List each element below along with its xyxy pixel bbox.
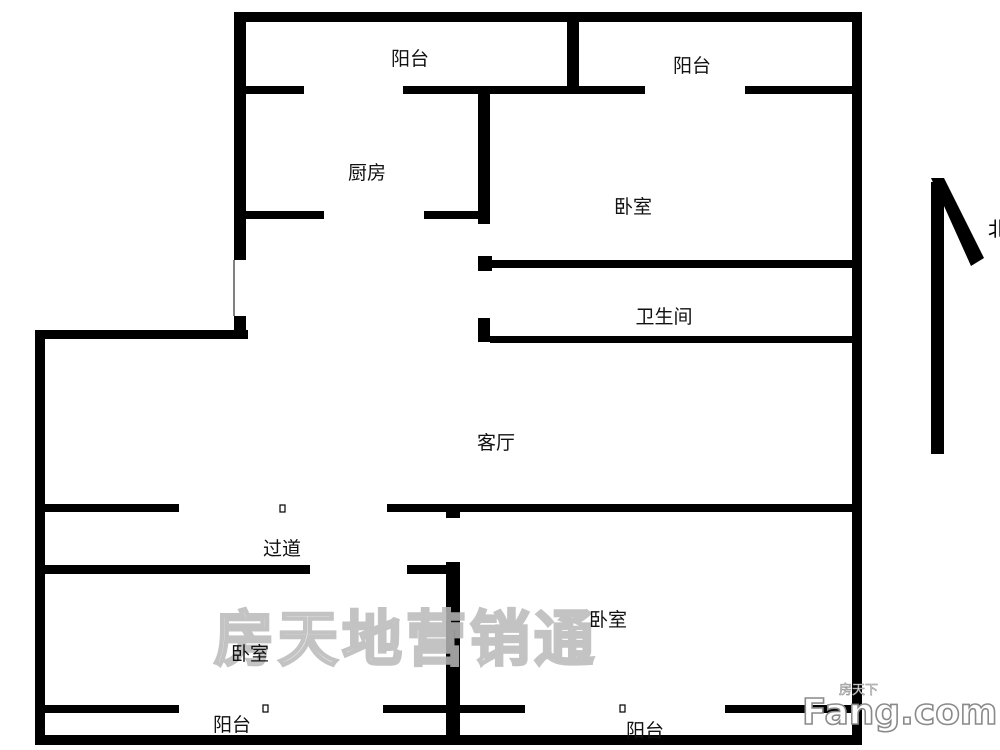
logo-sub: 房天下 [839,682,878,698]
walls [35,12,862,745]
label-balcony-bottom-right: 阳台 [626,720,664,742]
label-bedroom-top: 卧室 [614,196,652,218]
label-balcony-top-right: 阳台 [673,55,711,77]
label-kitchen: 厨房 [348,162,386,184]
label-bathroom: 卫生间 [635,306,692,328]
label-balcony-bottom-left: 阳台 [213,714,251,736]
north-arrow-label: 北 [988,217,1000,241]
label-balcony-top-left: 阳台 [391,48,429,70]
label-corridor: 过道 [263,538,301,560]
label-living-room: 客厅 [477,432,515,454]
watermark-text: 房天地营销通 [214,605,598,675]
site-logo: 房天下 Fang.com [801,682,998,734]
logo-brand: Fang.com [802,692,997,733]
north-arrow: 北 [931,178,1000,454]
label-bedroom-bottom-left: 卧室 [231,643,269,665]
label-bedroom-bottom-right: 卧室 [589,609,627,631]
